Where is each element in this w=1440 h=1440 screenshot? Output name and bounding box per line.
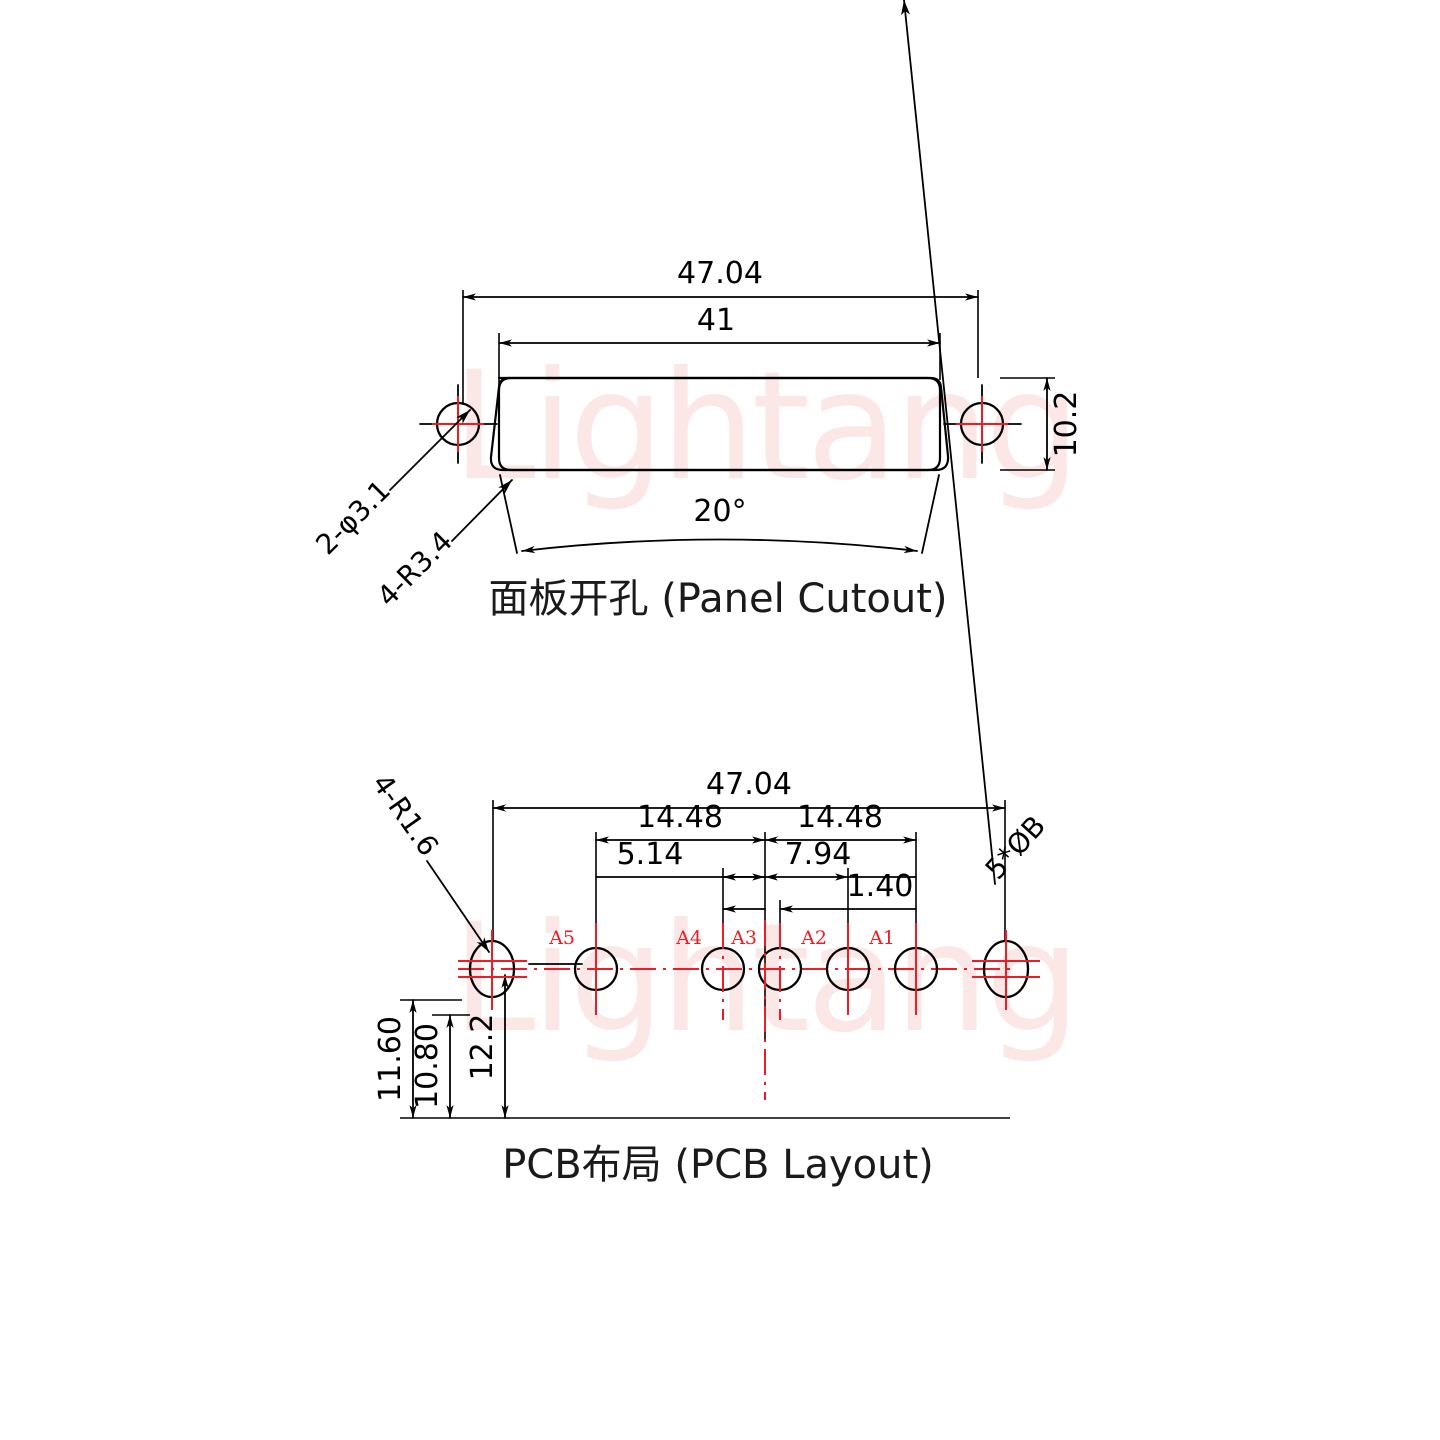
pcb-mounting-hole-right bbox=[972, 930, 1040, 1010]
leader-pcb-corner-radius: 4-R1.6 bbox=[366, 768, 490, 953]
pcb-layout-caption: PCB布局 (PCB Layout) bbox=[502, 1142, 934, 1188]
dim-panel-chamfer-angle: 20° bbox=[499, 474, 940, 554]
dim-label-pcb-height-inner: 10.80 bbox=[410, 1023, 445, 1109]
dim-label-pcb-height-outer: 11.60 bbox=[373, 1016, 408, 1102]
dim-label-panel-hole-dia: 2-φ3.1 bbox=[309, 474, 397, 562]
watermark-pcb: Lightang bbox=[452, 892, 1077, 1066]
dim-label-pcb-overall: 47.04 bbox=[706, 767, 792, 802]
pcb-pin-label-a5: A5 bbox=[548, 927, 575, 949]
dim-label-panel-cutout-width: 41 bbox=[697, 303, 735, 338]
dim-label-pcb-right-inner: 7.94 bbox=[785, 837, 852, 872]
dim-pcb-left-inner: 5.14 bbox=[595, 837, 766, 945]
pcb-pin-hole-a4 bbox=[700, 923, 746, 1020]
panel-cutout-trapezoid bbox=[489, 376, 950, 472]
pcb-pin-holes bbox=[573, 920, 939, 1100]
pcb-pin-hole-a5 bbox=[573, 923, 619, 1015]
dim-pcb-height-inner: 10.80 bbox=[410, 1014, 454, 1119]
dim-panel-overall: 47.04 bbox=[462, 256, 979, 405]
dim-pcb-height-pin: 12.2 bbox=[465, 974, 509, 1119]
dim-label-pcb-center-offset: 1.40 bbox=[847, 869, 914, 904]
dim-pcb-height-outer: 11.60 bbox=[373, 999, 417, 1119]
pcb-mounting-hole-left bbox=[458, 930, 527, 1010]
dim-label-panel-overall: 47.04 bbox=[677, 256, 763, 291]
watermark-group: Lightang Lightang bbox=[452, 340, 1081, 1066]
dim-label-pcb-left-inner: 5.14 bbox=[617, 837, 684, 872]
dim-label-panel-corner-radius: 4-R3.4 bbox=[371, 525, 459, 613]
pcb-pin-hole-a1 bbox=[893, 923, 939, 1015]
dim-label-pcb-height-pin: 12.2 bbox=[465, 1014, 500, 1081]
pcb-pin-label-a2: A2 bbox=[800, 927, 827, 949]
pcb-pin-labels: A5 A4 A3 A2 A1 bbox=[548, 927, 895, 949]
dim-pcb-overall: 47.04 bbox=[492, 767, 1006, 940]
pcb-pin-label-a3: A3 bbox=[730, 927, 757, 949]
dim-panel-cutout-height: 10.2 bbox=[1000, 377, 1084, 471]
dim-label-panel-cutout-height: 10.2 bbox=[1049, 391, 1084, 458]
panel-cutout-caption: 面板开孔 (Panel Cutout) bbox=[488, 576, 947, 622]
pcb-pin-label-a4: A4 bbox=[675, 927, 702, 949]
pcb-pin-hole-a2 bbox=[825, 923, 871, 1015]
panel-mounting-hole-right bbox=[943, 384, 1022, 464]
dim-label-panel-chamfer-angle: 20° bbox=[693, 494, 746, 529]
dim-label-pcb-left-span: 14.48 bbox=[637, 800, 723, 835]
pcb-pin-label-a1: A1 bbox=[868, 927, 895, 949]
dim-pcb-right-inner: 7.94 bbox=[764, 837, 917, 945]
dim-label-pcb-pin-hole-dia: 5*ØB bbox=[979, 809, 1052, 885]
dim-pcb-right-span: 14.48 bbox=[764, 800, 917, 945]
dim-label-pcb-right-span: 14.48 bbox=[797, 800, 883, 835]
watermark-panel: Lightang bbox=[452, 340, 1077, 514]
panel-mounting-hole-left bbox=[419, 384, 498, 464]
dim-label-pcb-corner-radius: 4-R1.6 bbox=[366, 768, 446, 862]
pcb-pin-hole-a3 bbox=[757, 923, 803, 1020]
